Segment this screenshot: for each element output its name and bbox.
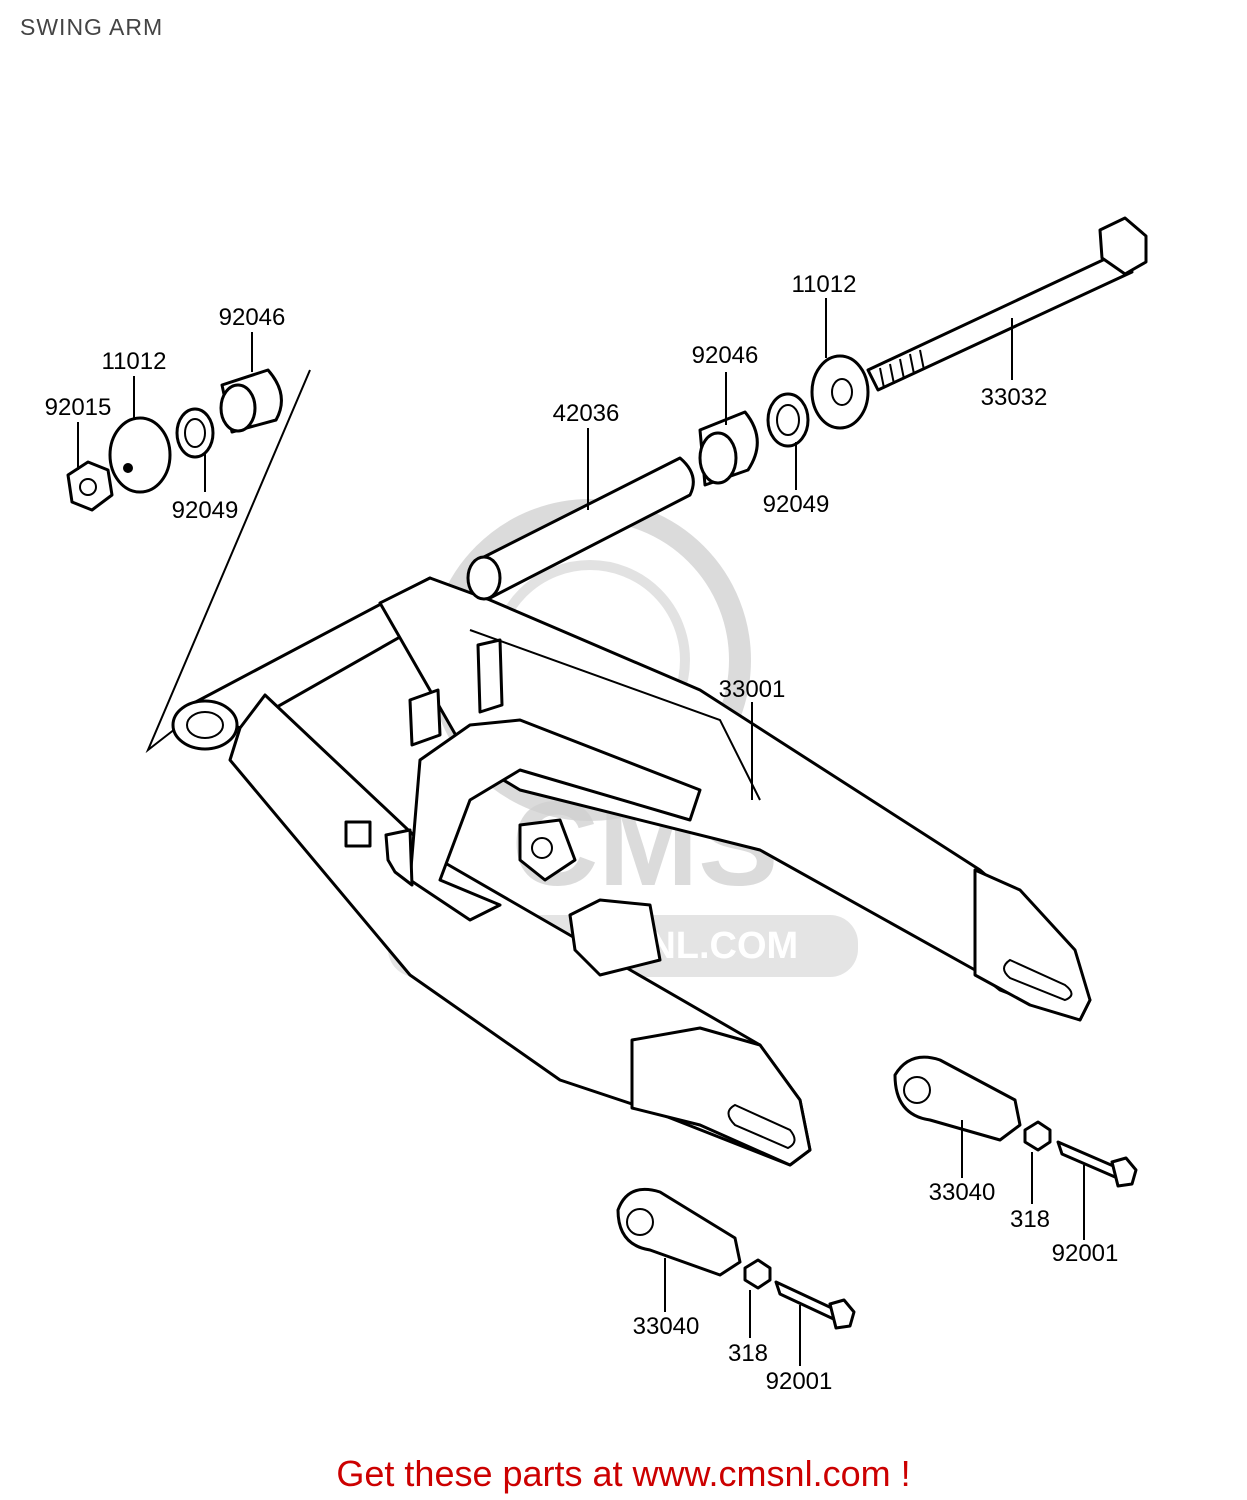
- part-label-42036: 42036: [553, 400, 620, 427]
- leader-lines: [77, 298, 1085, 1366]
- adjuster-right: [893, 1055, 1022, 1142]
- cross-member: [408, 718, 702, 922]
- part-label-11012-right: 11012: [792, 271, 857, 298]
- nut-318-left: [743, 1258, 772, 1290]
- bolt-92001-left: [774, 1280, 842, 1324]
- part-label-92001-left: 92001: [766, 1368, 833, 1395]
- part-labels: 92046 11012 92015 92049 42036 92046 1101…: [45, 271, 1119, 1395]
- sleeve: [476, 456, 695, 600]
- part-label-92046-left: 92046: [219, 304, 286, 331]
- bolt-92001-right-head: [1110, 1156, 1138, 1188]
- left-arm-end-plate: [630, 1026, 812, 1167]
- collar-right-hole: [831, 378, 853, 406]
- upper-tab-2: [476, 638, 504, 714]
- part-label-92049-left: 92049: [172, 497, 239, 524]
- collar-left-hole: [123, 463, 133, 473]
- adjuster-right-hole: [903, 1076, 931, 1104]
- upper-tab: [408, 688, 442, 747]
- part-label-318-right: 318: [1010, 1206, 1050, 1233]
- right-arm-rib: [469, 629, 761, 801]
- part-label-92001-right: 92001: [1052, 1240, 1119, 1267]
- bearing-left-face: [219, 383, 257, 433]
- collar-left: [108, 416, 172, 494]
- pivot-bolt-shank: [866, 250, 1134, 392]
- small-block: [344, 820, 372, 848]
- part-label-92015: 92015: [45, 394, 112, 421]
- nut-318-right: [1023, 1120, 1052, 1152]
- lower-bracket: [568, 898, 662, 977]
- pivot-bolt-thread: [879, 349, 925, 389]
- pivot-tube-end: [171, 699, 239, 751]
- nut-left: [66, 460, 114, 512]
- part-label-33001: 33001: [719, 676, 786, 703]
- part-label-92046-right: 92046: [692, 342, 759, 369]
- part-label-33032: 33032: [981, 384, 1048, 411]
- part-label-318-left: 318: [728, 1340, 768, 1367]
- pivot-tube-bore: [186, 711, 224, 739]
- collar-right: [810, 354, 870, 430]
- seal-right-inner: [776, 404, 800, 436]
- part-label-33040-right: 33040: [929, 1179, 996, 1206]
- pivot-bolt-head: [1098, 216, 1148, 276]
- nut-left-hole: [79, 478, 97, 496]
- right-arm-slot: [1003, 958, 1073, 1002]
- bolt-92001-left-head: [828, 1298, 856, 1330]
- adjuster-left-hole: [626, 1208, 654, 1236]
- seal-left: [175, 407, 215, 459]
- part-label-11012-left: 11012: [102, 348, 167, 375]
- swing-arm-frame: [171, 576, 1092, 1167]
- part-label-33040-left: 33040: [633, 1313, 700, 1340]
- right-arm-end-plate: [973, 868, 1092, 1022]
- adjuster-left: [616, 1187, 742, 1277]
- bearing-right-face: [698, 431, 738, 485]
- shock-mount-hole: [531, 837, 553, 859]
- left-arm-slot: [727, 1103, 796, 1150]
- chain-guide-tab: [384, 828, 414, 887]
- pivot-bolt: [866, 216, 1148, 392]
- sleeve-end: [466, 555, 502, 601]
- page-title: SWING ARM: [20, 14, 164, 40]
- seal-left-inner: [184, 418, 206, 448]
- seal-right: [766, 392, 810, 448]
- footer-link[interactable]: Get these parts at www.cmsnl.com !: [336, 1453, 911, 1494]
- shock-mount-bracket: [518, 818, 577, 882]
- part-label-92049-right: 92049: [763, 491, 830, 518]
